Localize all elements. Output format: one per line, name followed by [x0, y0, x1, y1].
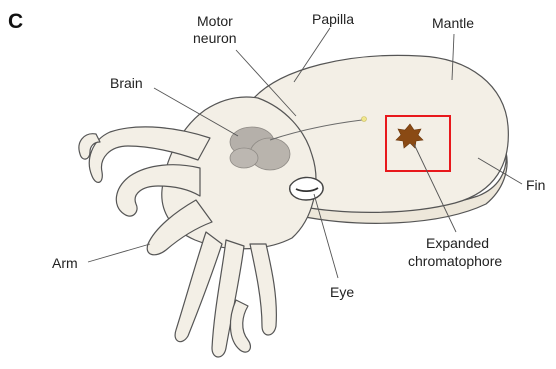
- label-brain: Brain: [110, 75, 143, 91]
- arm-down-right: [250, 244, 276, 335]
- label-expanded-line2: chromatophore: [408, 253, 502, 269]
- label-expanded-line1: Expanded: [426, 235, 489, 251]
- label-eye: Eye: [330, 284, 354, 300]
- label-mantle: Mantle: [432, 15, 474, 31]
- motor-neuron-terminal: [362, 117, 367, 122]
- leader-arm: [88, 244, 150, 262]
- label-arm: Arm: [52, 255, 78, 271]
- label-motor-neuron-line2: neuron: [193, 30, 237, 46]
- label-fin: Fin: [526, 177, 545, 193]
- label-motor-neuron-line1: Motor: [197, 13, 233, 29]
- label-papilla: Papilla: [312, 11, 354, 27]
- eye: [290, 177, 323, 200]
- panel-letter: C: [8, 10, 23, 33]
- arm-down-tip: [230, 300, 250, 352]
